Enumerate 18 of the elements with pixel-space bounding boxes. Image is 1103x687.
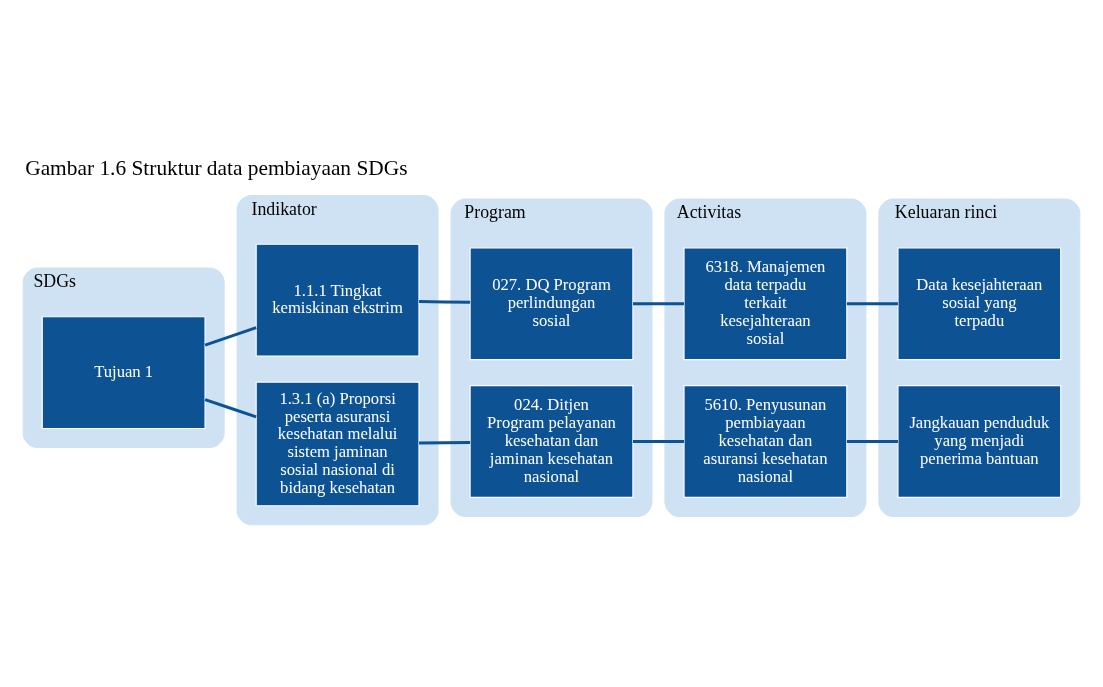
node-box: 6318. Manajemen data terpadu terkait kesejahteraan sosial — [683, 247, 848, 361]
diagram-title: Gambar 1.6 Struktur data pembiayaan SDGs — [25, 155, 408, 180]
connector — [632, 302, 684, 306]
node-box: 5610. Penyusunan pembiayaan kesehatan dan asuransi kesehatan nasional — [683, 385, 848, 498]
node-box: 024. Ditjen Program pelayanan kesehatan dan jaminan kesehatan nasional — [469, 385, 634, 498]
connector — [419, 440, 471, 445]
node-box: 1.3.1 (a) Proporsi peserta asuransi kesehatan melalui sistem jaminan sosial nasional di bidang kesehatan — [255, 381, 420, 507]
connector — [846, 302, 898, 306]
connector — [204, 398, 257, 419]
node-box: Data kesejahteraan sosial yang terpadu — [897, 247, 1062, 361]
connector — [632, 440, 684, 444]
node-box: 1.1.1 Tingkat kemiskinan ekstrim — [255, 243, 420, 357]
node-box: Jangkauan penduduk yang menjadi penerima bantuan — [897, 385, 1062, 498]
connector — [846, 440, 898, 444]
connector — [204, 326, 257, 347]
node-box: Tujuan 1 — [41, 316, 206, 430]
connector — [419, 300, 471, 304]
node-box: 027. DQ Program perlindungan sosial — [469, 247, 634, 361]
